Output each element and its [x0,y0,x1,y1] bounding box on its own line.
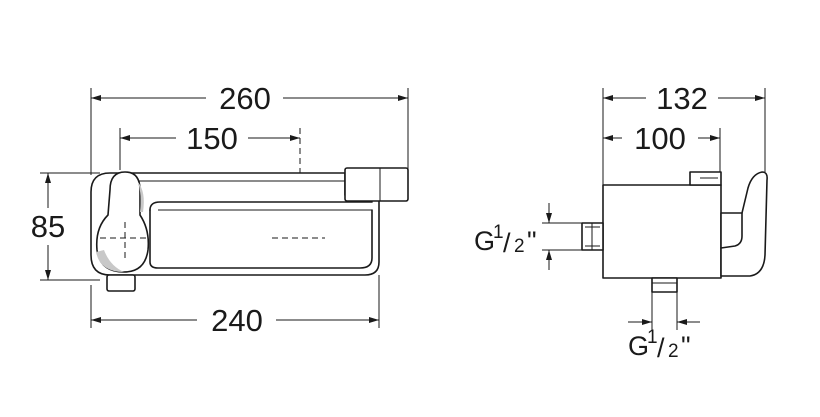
svg-text:G: G [474,226,495,256]
svg-text:": " [527,226,537,256]
dimension-240: 240 [211,303,263,338]
front-view: 260 150 85 240 [31,81,409,338]
mixer-handle [95,171,150,273]
bottom-inlet-front [106,274,136,292]
dimension-260: 260 [219,81,271,116]
dimension-150: 150 [186,121,238,156]
mixer-body-front [90,172,380,276]
side-lever [720,171,768,277]
svg-text:2: 2 [668,341,679,362]
outlet-thread-label: G 1 / 2 " [628,327,691,363]
svg-text:/: / [657,333,665,363]
dimension-85: 85 [31,209,65,244]
dimension-132: 132 [656,81,708,116]
dimension-100: 100 [634,121,686,156]
inlet-thread-label: G 1 / 2 " [474,222,537,258]
svg-text:1: 1 [493,222,504,243]
svg-text:G: G [628,331,649,361]
bottom-outlet-thread [651,277,678,293]
svg-text:1: 1 [647,327,658,348]
side-view: 132 100 G 1 / 2 [474,81,768,363]
mixer-body-side [602,184,722,279]
svg-text:2: 2 [514,236,525,257]
svg-text:": " [681,331,691,361]
spout-outlet [344,167,409,202]
svg-text:/: / [503,228,511,258]
